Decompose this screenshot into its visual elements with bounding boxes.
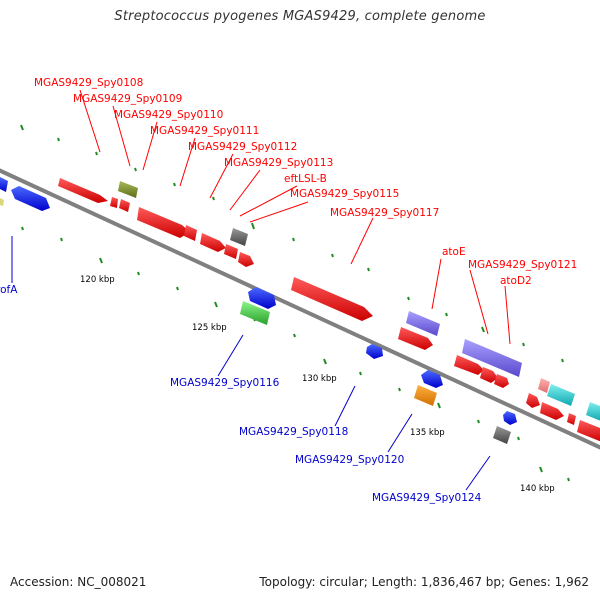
gene-edge-red4 bbox=[577, 420, 600, 442]
label-spy0115: MGAS9429_Spy0115 bbox=[290, 188, 399, 200]
gene-atod2c bbox=[494, 374, 509, 388]
gene-atod2 bbox=[454, 355, 484, 375]
gene-spy0120 bbox=[414, 385, 437, 406]
gene-edge-cyan bbox=[586, 402, 600, 421]
forward-strand-genes bbox=[58, 178, 600, 442]
label-spy0108: MGAS9429_Spy0108 bbox=[34, 77, 143, 89]
scale-130kbp: 130 kbp bbox=[302, 374, 337, 384]
gene-spy0108 bbox=[58, 178, 108, 203]
gene-rofa bbox=[11, 186, 50, 211]
gene-spy0121 bbox=[462, 339, 522, 377]
gene-spy0113 bbox=[224, 244, 238, 259]
gene-spy0120a bbox=[421, 370, 443, 388]
gene-spy0124a bbox=[503, 411, 517, 425]
gene-pink bbox=[538, 378, 550, 393]
scale-125kbp: 125 kbp bbox=[192, 323, 227, 333]
gene-spy0124 bbox=[493, 426, 511, 444]
genome-backbone bbox=[0, 168, 600, 450]
gene-spy0118 bbox=[366, 344, 383, 359]
genome-title: Streptococcus pyogenes MGAS9429, complet… bbox=[114, 9, 486, 24]
gene-spy0111 bbox=[184, 225, 197, 241]
scale-140kbp: 140 kbp bbox=[520, 484, 555, 494]
scale-135kbp: 135 kbp bbox=[410, 428, 445, 438]
gene-edge-red3 bbox=[567, 413, 576, 425]
gene-spy0115 bbox=[230, 228, 248, 246]
gene-rofa-left bbox=[0, 177, 8, 192]
topology-text: Topology: circular; Length: 1,836,467 bp… bbox=[259, 575, 589, 589]
label-spy0118: MGAS9429_Spy0118 bbox=[239, 426, 348, 438]
gene-spy0112 bbox=[200, 233, 226, 252]
label-spy0109: MGAS9429_Spy0109 bbox=[73, 93, 182, 105]
top-leader-lines bbox=[79, 89, 511, 345]
gene-spy0116a bbox=[248, 287, 276, 309]
gene-spy0109 bbox=[118, 181, 138, 198]
scale-labels: 120 kbp 125 kbp 130 kbp 135 kbp 140 kbp bbox=[80, 275, 555, 494]
label-spy0111: MGAS9429_Spy0111 bbox=[150, 125, 259, 137]
reverse-strand-genes bbox=[0, 177, 517, 444]
scale-120kbp: 120 kbp bbox=[80, 275, 115, 285]
bottom-gene-labels: rofA MGAS9429_Spy0116 MGAS9429_Spy0118 M… bbox=[0, 284, 482, 504]
label-spy0112: MGAS9429_Spy0112 bbox=[188, 141, 297, 153]
label-spy0116: MGAS9429_Spy0116 bbox=[170, 377, 280, 389]
gene-spy0117 bbox=[291, 277, 373, 321]
label-spy0121: MGAS9429_Spy0121 bbox=[468, 259, 577, 271]
gene-edge-red bbox=[526, 393, 540, 408]
label-spy0120: MGAS9429_Spy0120 bbox=[295, 454, 404, 466]
gene-spy0110 bbox=[137, 207, 190, 238]
gene-eftlsl-b bbox=[238, 252, 254, 267]
label-rofa: rofA bbox=[0, 284, 18, 296]
top-gene-labels: MGAS9429_Spy0108 MGAS9429_Spy0109 MGAS94… bbox=[34, 77, 577, 287]
gene-spy0109b bbox=[119, 199, 130, 212]
gene-rofa-tick bbox=[0, 198, 4, 206]
label-atoe: atoE bbox=[442, 246, 466, 258]
gene-cyan bbox=[547, 384, 575, 406]
label-atod2: atoD2 bbox=[500, 275, 532, 287]
gene-atoe-red bbox=[398, 327, 433, 350]
accession-text: Accession: NC_008021 bbox=[10, 575, 147, 589]
label-spy0113: MGAS9429_Spy0113 bbox=[224, 157, 333, 169]
label-spy0124: MGAS9429_Spy0124 bbox=[372, 492, 482, 504]
gene-spy0116 bbox=[240, 301, 270, 325]
gene-atoe bbox=[406, 311, 440, 336]
gene-spy0108b bbox=[110, 197, 118, 208]
gene-atod2b bbox=[480, 367, 498, 383]
label-spy0110: MGAS9429_Spy0110 bbox=[114, 109, 223, 121]
label-spy0117: MGAS9429_Spy0117 bbox=[330, 207, 439, 219]
label-eftlsl-b: eftLSL-B bbox=[284, 173, 327, 185]
gene-edge-red2 bbox=[540, 402, 564, 420]
bottom-leader-lines bbox=[11, 236, 491, 491]
